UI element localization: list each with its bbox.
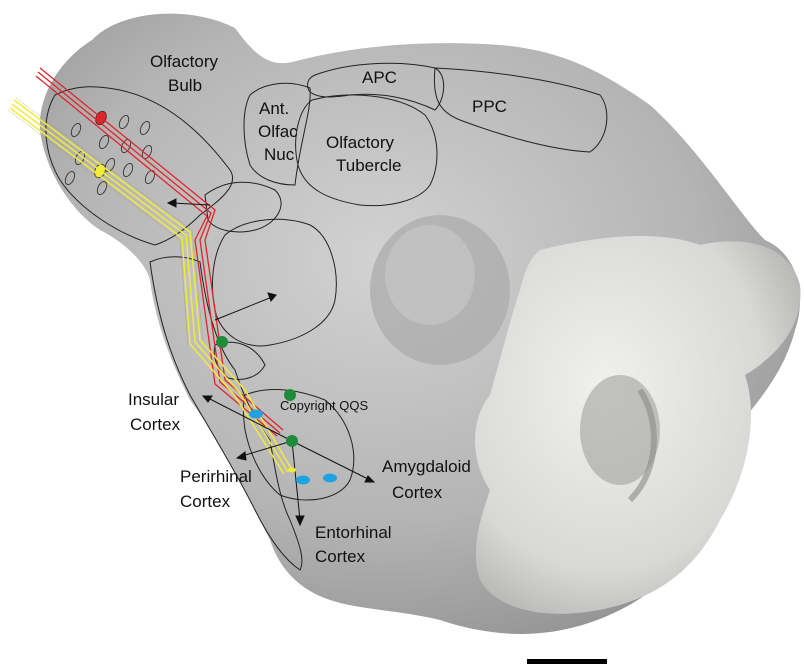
- blue-dot-2: [296, 476, 310, 485]
- insular-cortex-label-2: Cortex: [130, 415, 181, 434]
- ant-olfac-nuc-label-2: Olfac: [258, 122, 298, 141]
- green-dot-3: [286, 435, 298, 447]
- blue-dot-3: [323, 474, 337, 483]
- midbrain-highlight: [385, 225, 475, 325]
- yellow-mark: [288, 468, 296, 473]
- scale-bar: [527, 659, 607, 664]
- entorhinal-cortex-label-1: Entorhinal: [315, 523, 392, 542]
- ant-olfac-nuc-label-1: Ant.: [259, 99, 289, 118]
- amygdaloid-cortex-label-2: Cortex: [392, 483, 443, 502]
- copyright-text: Copyright QQS: [280, 398, 368, 413]
- ant-olfac-nuc-label-3: Nuc: [264, 145, 295, 164]
- amygdaloid-cortex-label-1: Amygdaloid: [382, 457, 471, 476]
- olfactory-tubercle-label-2: Tubercle: [336, 156, 402, 175]
- entorhinal-cortex-label-2: Cortex: [315, 547, 366, 566]
- perirhinal-cortex-label-1: Perirhinal: [180, 467, 252, 486]
- olfactory-bulb-label-2: Bulb: [168, 76, 202, 95]
- olfactory-tubercle-label-1: Olfactory: [326, 133, 395, 152]
- apc-label: APC: [362, 68, 397, 87]
- insular-cortex-label-1: Insular: [128, 390, 179, 409]
- green-dot-1: [216, 336, 228, 348]
- perirhinal-cortex-label-2: Cortex: [180, 492, 231, 511]
- olfactory-bulb-label-1: Olfactory: [150, 52, 219, 71]
- ppc-label: PPC: [472, 97, 507, 116]
- blue-dot-1: [249, 410, 263, 419]
